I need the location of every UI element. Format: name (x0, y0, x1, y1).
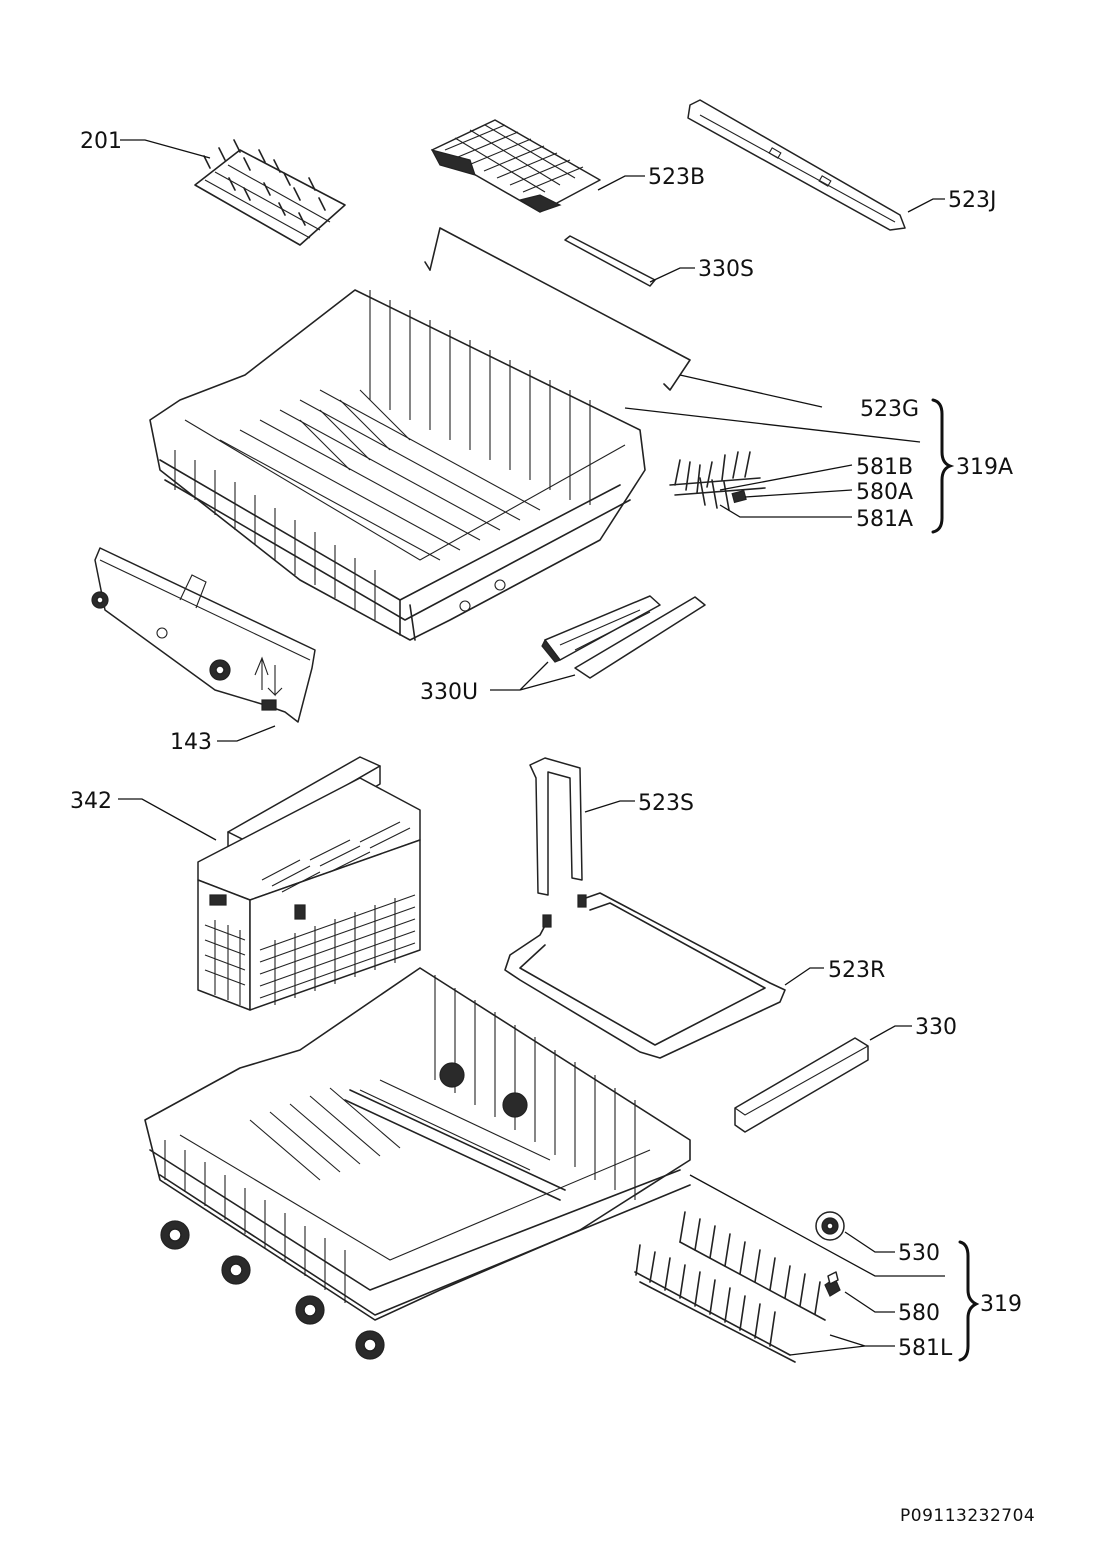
part-330U-covers (541, 595, 706, 679)
part-581B-581A-tine-rows (669, 451, 766, 511)
label-523S: 523S (638, 791, 694, 816)
part-523J-rail (687, 99, 906, 231)
part-580A-clip (731, 489, 747, 504)
brace-319A (931, 398, 955, 534)
label-580A: 580A (856, 480, 913, 505)
label-523J: 523J (948, 188, 996, 213)
part-581L-tine-rows (634, 1211, 826, 1363)
label-581B: 581B (856, 455, 913, 480)
part-523R-frame (504, 892, 786, 1059)
part-319-lower-basket (144, 967, 691, 1360)
label-530: 530 (898, 1241, 940, 1266)
label-143: 143 (170, 730, 212, 755)
label-319A: 319A (956, 455, 1013, 480)
part-523S-u-handle (529, 757, 583, 896)
label-581A: 581A (856, 507, 913, 532)
label-581L: 581L (898, 1336, 953, 1361)
label-342: 342 (70, 789, 112, 814)
part-143-height-adjuster (91, 547, 316, 723)
part-319A-upper-basket (149, 289, 646, 641)
label-523R: 523R (828, 958, 885, 983)
label-330S: 330S (698, 257, 754, 282)
label-523B: 523B (648, 165, 705, 190)
part-523B-flap (430, 119, 601, 213)
leader-lines (118, 139, 945, 1356)
part-523G-wire (424, 227, 691, 391)
lower-basket-wheels (160, 1062, 528, 1360)
part-580-clip (824, 1271, 841, 1297)
part-342-cutlery-basket (197, 756, 421, 1011)
brace-319 (958, 1240, 980, 1362)
label-330U: 330U (420, 680, 478, 705)
reference-code: P09113232704 (900, 1506, 1035, 1526)
part-330S-bar (564, 235, 656, 287)
part-201-tine-insert (194, 139, 346, 246)
part-labels: 201 523B 523J 330S 523G 581B 580A 581A 3… (70, 129, 1022, 1361)
group-braces (931, 398, 980, 1362)
label-319: 319 (980, 1292, 1022, 1317)
label-330: 330 (915, 1015, 957, 1040)
part-330-bar (734, 1037, 869, 1133)
label-201: 201 (80, 129, 122, 154)
label-523G: 523G (860, 397, 919, 422)
label-580: 580 (898, 1301, 940, 1326)
part-530-wheel (815, 1211, 845, 1241)
